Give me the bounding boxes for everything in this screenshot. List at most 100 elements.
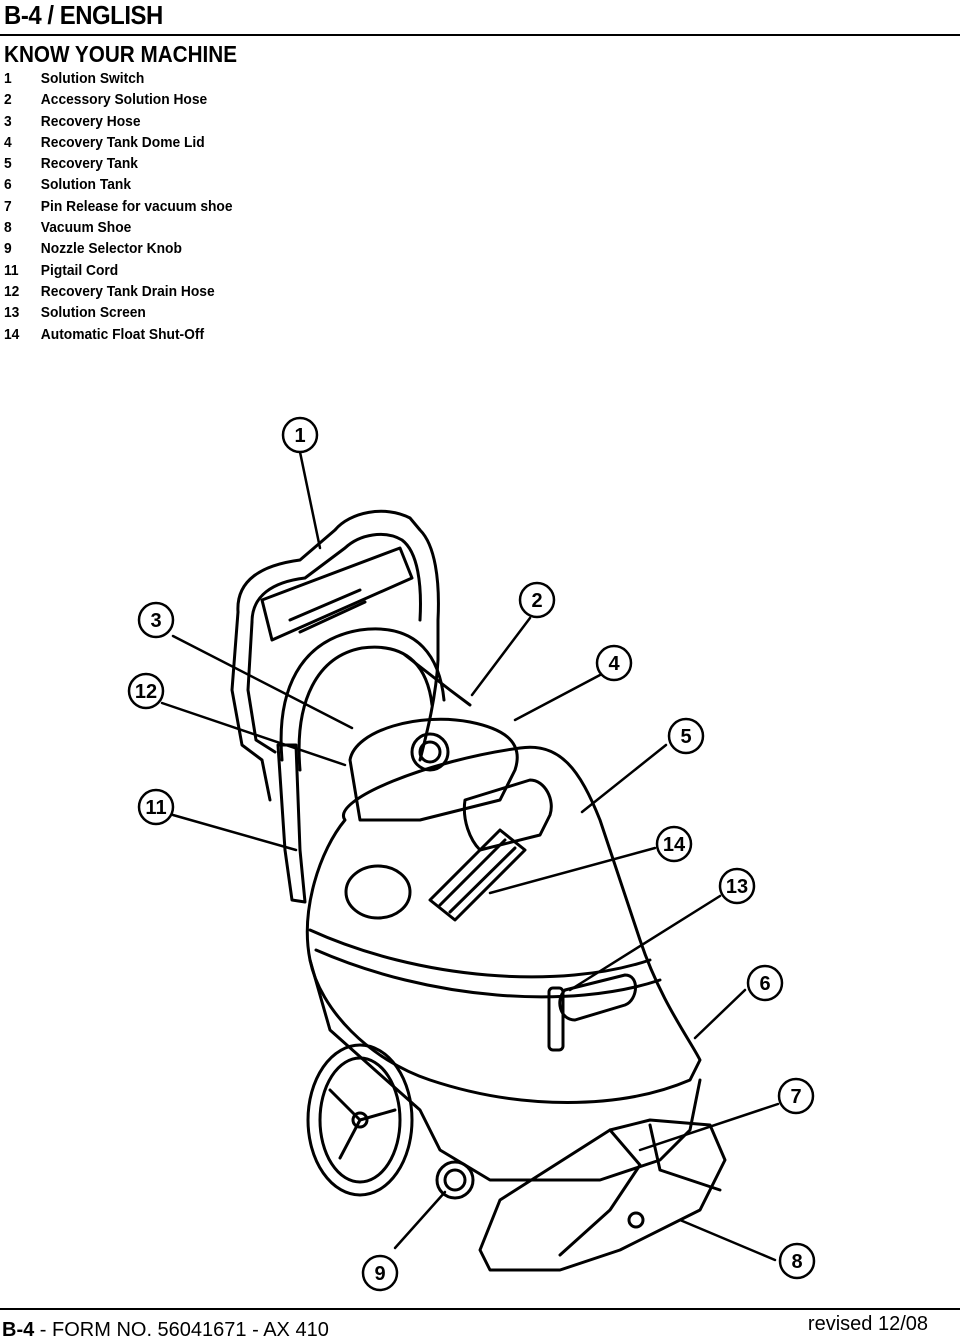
part-number: 7 xyxy=(4,197,12,215)
part-label: Pigtail Cord xyxy=(40,261,119,279)
callout-7 xyxy=(777,1077,815,1115)
part-number: 13 xyxy=(4,304,20,322)
part-number: 4 xyxy=(4,133,12,151)
leader-line xyxy=(488,846,657,895)
handle-frame xyxy=(236,509,440,762)
list-item: 1 Solution Switch xyxy=(4,68,233,89)
part-number: 8 xyxy=(4,219,12,237)
part-label: Accessory Solution Hose xyxy=(40,91,208,109)
callout-label: 3 xyxy=(150,610,161,632)
part-label: Recovery Hose xyxy=(40,112,141,130)
part-number: 3 xyxy=(4,112,12,130)
part-number: 6 xyxy=(4,176,12,194)
callout-1 xyxy=(281,416,319,454)
part-label: Nozzle Selector Knob xyxy=(40,240,182,258)
callout-6 xyxy=(746,964,784,1002)
callout-11 xyxy=(137,788,175,826)
leader-line xyxy=(513,673,602,722)
leader-line xyxy=(693,988,747,1040)
callout-label: 4 xyxy=(608,653,620,675)
callout-13 xyxy=(718,867,756,905)
page-number: B-4 xyxy=(2,1319,35,1341)
callout-12 xyxy=(127,672,165,710)
callout-label: 13 xyxy=(726,876,748,898)
carry-handle xyxy=(462,778,553,852)
handle-left-leg xyxy=(230,610,272,802)
dome-lid xyxy=(348,717,519,822)
part-label: Recovery Tank Dome Lid xyxy=(40,133,205,151)
header-divider xyxy=(0,34,960,36)
part-label: Recovery Tank Drain Hose xyxy=(40,282,215,300)
list-item: 9 Nozzle Selector Knob xyxy=(4,238,233,259)
part-label: Pin Release for vacuum shoe xyxy=(40,197,233,215)
leader-line xyxy=(678,1218,777,1262)
form-number: B-4 - FORM NO. 56041671 - AX 410 xyxy=(2,1319,329,1342)
side-pole xyxy=(276,743,307,904)
revision-date: revised 12/08 xyxy=(807,1313,928,1335)
list-item: 7 Pin Release for vacuum shoe xyxy=(4,196,233,217)
callout-9 xyxy=(361,1254,399,1292)
callout-label: 7 xyxy=(790,1086,801,1108)
recovery-tank xyxy=(305,745,702,1104)
leader-line xyxy=(171,634,354,730)
part-number: 9 xyxy=(4,240,12,258)
list-item: 12 Recovery Tank Drain Hose xyxy=(4,281,233,302)
handle-frame-inner xyxy=(250,533,422,624)
callout-label: 12 xyxy=(135,681,157,703)
nozzle-knob xyxy=(435,1160,475,1200)
list-item: 3 Recovery Hose xyxy=(4,111,233,132)
callout-label: 9 xyxy=(374,1263,385,1285)
part-number: 11 xyxy=(4,261,19,279)
callout-label: 5 xyxy=(680,726,691,748)
callout-8 xyxy=(778,1242,816,1280)
leader-line xyxy=(580,743,668,814)
part-label: Recovery Tank xyxy=(40,155,138,173)
part-number: 5 xyxy=(4,155,12,173)
list-item: 4 Recovery Tank Dome Lid xyxy=(4,132,233,153)
leader-line xyxy=(171,813,298,852)
leader-line xyxy=(568,894,722,992)
list-item: 11 Pigtail Cord xyxy=(4,260,233,281)
leader-line xyxy=(470,616,532,697)
page-footer: B-4 - FORM NO. 56041671 - AX 410 revised… xyxy=(0,1300,960,1341)
list-item: 6 Solution Tank xyxy=(4,174,233,195)
leader-line xyxy=(298,450,322,550)
list-item: 8 Vacuum Shoe xyxy=(4,217,233,238)
leader-line xyxy=(393,1190,447,1250)
accessory-hose xyxy=(403,653,472,707)
callout-label: 11 xyxy=(145,797,166,819)
part-number: 14 xyxy=(4,325,20,343)
wheel xyxy=(306,1043,414,1197)
callout-5 xyxy=(667,717,705,755)
callout-3 xyxy=(137,601,175,639)
section-title: KNOW YOUR MACHINE xyxy=(4,41,238,67)
part-label: Solution Tank xyxy=(40,176,132,194)
part-number: 1 xyxy=(4,70,12,87)
list-item: 14 Automatic Float Shut-Off xyxy=(4,324,233,345)
list-item: 2 Accessory Solution Hose xyxy=(4,89,233,110)
part-number: 12 xyxy=(4,282,20,300)
callout-label: 8 xyxy=(791,1251,802,1273)
chassis xyxy=(308,958,702,1182)
solution-screen xyxy=(428,828,527,922)
part-label: Vacuum Shoe xyxy=(40,219,132,237)
leader-line xyxy=(638,1102,780,1152)
part-label: Solution Screen xyxy=(40,304,146,322)
callout-label: 1 xyxy=(294,425,305,447)
callout-14 xyxy=(655,825,693,863)
vacuum-shoe xyxy=(478,1118,727,1272)
page-header: B-4 / ENGLISH xyxy=(0,0,960,36)
form-text: - FORM NO. 56041671 - AX 410 xyxy=(34,1319,329,1341)
callout-label: 14 xyxy=(663,834,686,856)
hose-arc xyxy=(279,627,446,762)
callout-label: 2 xyxy=(531,590,542,612)
callout-2 xyxy=(518,581,556,619)
page-title: B-4 / ENGLISH xyxy=(4,0,163,30)
list-item: 13 Solution Screen xyxy=(4,302,233,323)
callout-label: 6 xyxy=(759,973,770,995)
part-label: Automatic Float Shut-Off xyxy=(40,325,205,343)
part-number: 2 xyxy=(4,91,12,109)
callout-4 xyxy=(595,644,633,682)
part-label: Solution Switch xyxy=(40,70,145,87)
